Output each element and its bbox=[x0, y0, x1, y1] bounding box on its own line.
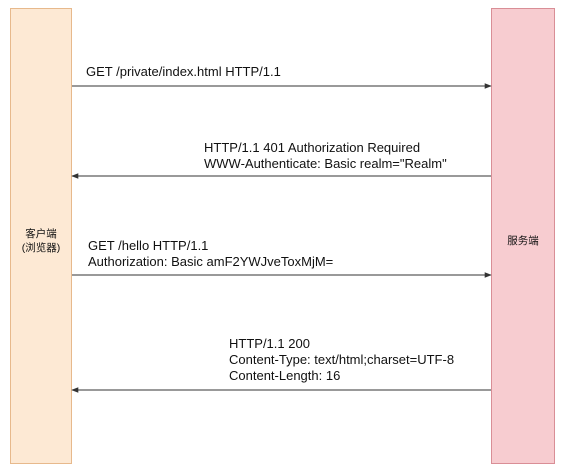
message-line: Content-Length: 16 bbox=[229, 368, 341, 383]
message-line: Authorization: Basic amF2YWJveToxMjM= bbox=[88, 254, 334, 269]
message-response-1: HTTP/1.1 401 Authorization Required WWW-… bbox=[204, 140, 447, 172]
message-response-2: HTTP/1.1 200 Content-Type: text/html;cha… bbox=[229, 336, 454, 384]
message-line: Content-Type: text/html;charset=UTF-8 bbox=[229, 352, 455, 367]
message-line: HTTP/1.1 401 Authorization Required bbox=[204, 140, 421, 155]
message-line: GET /private/index.html HTTP/1.1 bbox=[86, 64, 281, 79]
client-label: 客户端 (浏览器) bbox=[11, 227, 71, 255]
server-label-text: 服务端 bbox=[507, 235, 539, 247]
client-label-line2: (浏览器) bbox=[21, 242, 61, 254]
server-lifeline: 服务端 bbox=[491, 8, 555, 464]
message-request-1: GET /private/index.html HTTP/1.1 bbox=[86, 64, 281, 80]
message-line: HTTP/1.1 200 bbox=[229, 336, 310, 351]
server-label: 服务端 bbox=[492, 234, 554, 248]
message-line: WWW-Authenticate: Basic realm="Realm" bbox=[204, 156, 447, 171]
message-request-2: GET /hello HTTP/1.1 Authorization: Basic… bbox=[88, 238, 333, 270]
message-line: GET /hello HTTP/1.1 bbox=[88, 238, 209, 253]
client-label-line1: 客户端 bbox=[25, 228, 57, 240]
client-lifeline: 客户端 (浏览器) bbox=[10, 8, 72, 464]
